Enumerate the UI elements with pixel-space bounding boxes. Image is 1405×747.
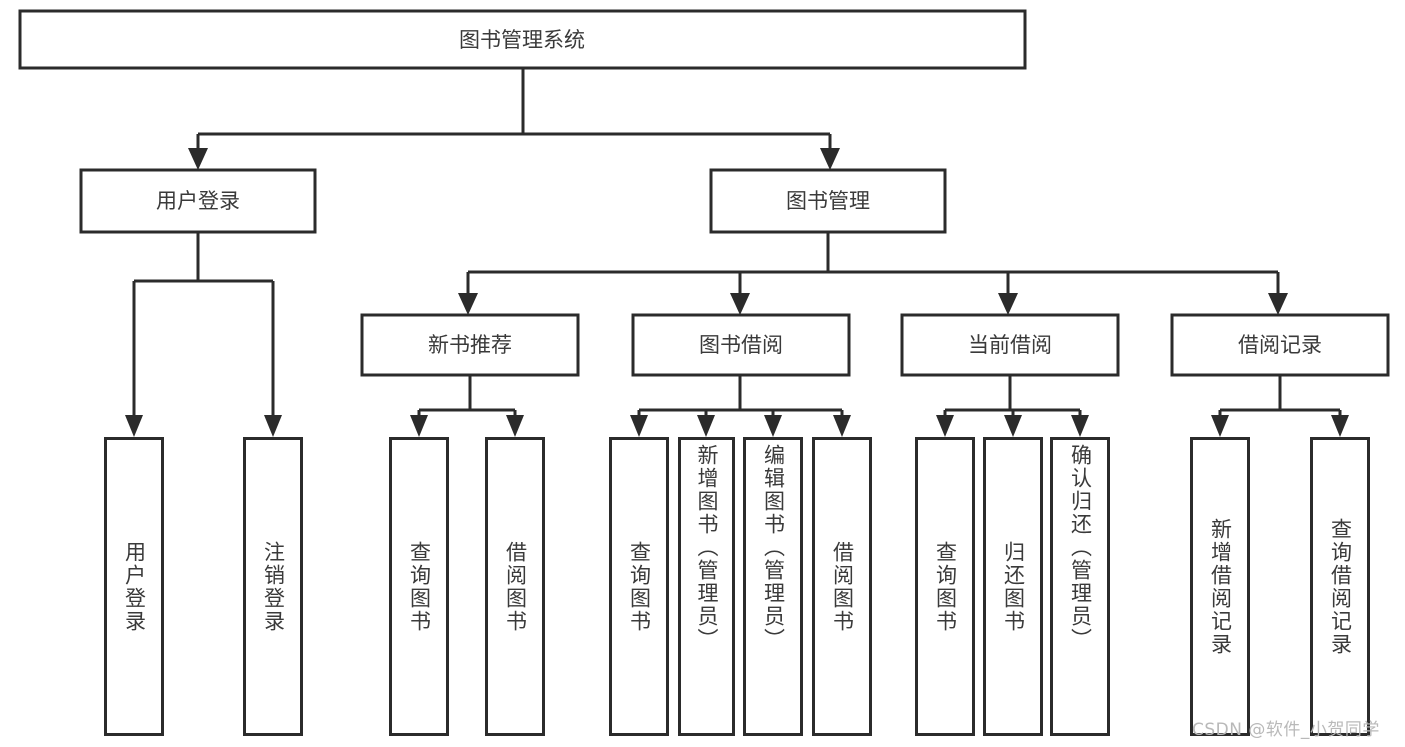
arrowhead-leaf-13 [1331,415,1349,437]
node-book-borrow-box[interactable] [631,313,851,377]
leaf-node-query-book-new[interactable]: 查询图书 [389,437,449,736]
leaf-node-edit-book-admin[interactable]: 编辑图书（管理员） [743,437,803,736]
node-book-borrow[interactable]: 图书借阅 [631,313,851,377]
node-root[interactable]: 图书管理系统 [18,9,1027,70]
csdn-watermark: CSDN @软件_小贺同学 [1192,720,1380,740]
leaf-node-add-book-admin[interactable]: 新增图书（管理员） [678,437,735,736]
arrowhead-leaf-8 [833,415,851,437]
leaf-label: 用户登录 [122,540,147,633]
arrowhead-leaf-12 [1211,415,1229,437]
leaf-label: 借阅图书 [830,540,855,633]
node-user-login-box[interactable] [79,168,317,234]
leaf-label: 新增借阅记录 [1208,517,1233,656]
arrowhead-leaf-1 [125,415,143,437]
arrowhead-leaf-2 [264,415,282,437]
arrowhead-newbook [458,293,478,315]
node-root-label: 图书管理系统 [459,28,585,52]
leaf-label: 注销登录 [261,540,286,633]
leaf-label: 归还图书 [1001,540,1026,633]
node-current-borrow[interactable]: 当前借阅 [900,313,1120,377]
arrowhead-leaf-5 [630,415,648,437]
arrowheads [125,148,1349,437]
leaf-node-return-book[interactable]: 归还图书 [983,437,1043,736]
leaf-label: 查询图书 [627,540,652,633]
arrowhead-current [998,293,1018,315]
node-book-borrow-label: 图书借阅 [699,333,783,357]
arrowhead-book-manage [820,148,840,170]
leaf-label: 新增图书（管理员） [695,444,719,651]
leaf-node-query-borrow-record[interactable]: 查询借阅记录 [1310,437,1370,736]
arrowhead-user-login [188,148,208,170]
arrowhead-leaf-7 [764,415,782,437]
node-borrow-record-label: 借阅记录 [1238,333,1322,357]
arrowhead-leaf-10 [1004,415,1022,437]
leaf-node-borrow-book[interactable]: 借阅图书 [812,437,872,736]
leaf-label: 查询图书 [407,540,432,633]
leaf-label: 借阅图书 [503,540,528,633]
leaf-label: 编辑图书（管理员） [761,444,786,651]
arrowhead-leaf-9 [936,415,954,437]
leaf-node-borrow-book-new[interactable]: 借阅图书 [485,437,545,736]
node-user-login-label: 用户登录 [156,189,240,213]
leaf-node-query-book-current[interactable]: 查询图书 [915,437,975,736]
leaf-node-user-login[interactable]: 用户登录 [104,437,164,736]
arrowhead-borrow [730,293,750,315]
arrowhead-leaf-11 [1071,415,1089,437]
leaf-label: 确认归还（管理员） [1068,444,1093,651]
node-borrow-record-box[interactable] [1170,313,1390,377]
leaf-node-add-borrow-record[interactable]: 新增借阅记录 [1190,437,1250,736]
node-book-management-box[interactable] [709,168,947,234]
leaf-node-query-book-borrow[interactable]: 查询图书 [609,437,669,736]
node-new-book-recommend-box[interactable] [360,313,580,377]
node-borrow-record[interactable]: 借阅记录 [1170,313,1390,377]
arrowhead-leaf-6 [697,415,715,437]
node-new-book-recommend[interactable]: 新书推荐 [360,313,580,377]
leaf-node-confirm-return-admin[interactable]: 确认归还（管理员） [1050,437,1110,736]
leaf-label: 查询借阅记录 [1328,517,1353,656]
node-root-box[interactable] [18,9,1027,70]
leaf-node-logout[interactable]: 注销登录 [243,437,303,736]
node-current-borrow-label: 当前借阅 [968,333,1052,357]
node-book-management-label: 图书管理 [786,189,870,213]
arrowhead-leaf-3 [410,415,428,437]
node-new-book-recommend-label: 新书推荐 [428,333,512,357]
leaf-label: 查询图书 [933,540,958,633]
node-book-management[interactable]: 图书管理 [709,168,947,234]
node-user-login[interactable]: 用户登录 [79,168,317,234]
arrowhead-leaf-4 [506,415,524,437]
arrowhead-record [1268,293,1288,315]
node-current-borrow-box[interactable] [900,313,1120,377]
